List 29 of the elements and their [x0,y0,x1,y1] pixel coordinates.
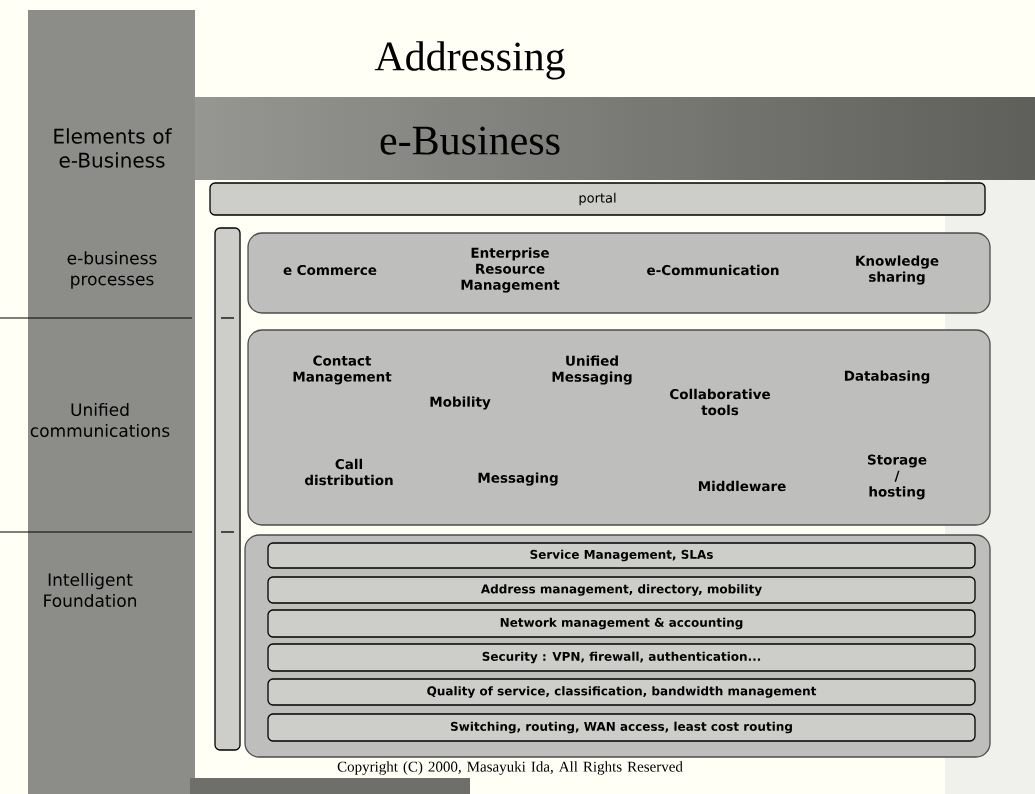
section-label: Intelligent Foundation [44,572,137,608]
item-label: Unified Messaging [552,355,632,385]
section-label: e-business processes [67,251,157,289]
layer-row: Address management, directory, mobility [267,576,976,604]
layer-row: Switching, routing, WAN access, least cost routing [267,713,976,742]
item-label: Contact Management [293,355,392,385]
title: Addressing e-Business [374,41,565,155]
section-label: Unified communications [30,402,170,438]
item-label: Databasing [844,370,930,384]
item-label: e-Communication [647,264,779,276]
section-label: Elements of e-Business [54,128,172,168]
layer-row: Network management & accounting [267,609,976,638]
layer-band [247,329,991,526]
item-label: Call distribution [304,458,393,486]
copyright-note: Copyright (C) 2000, Masayuki Ida, All Rights Reserved [337,761,683,775]
side-bar [214,227,241,751]
portal-box: portal [209,182,986,216]
item-label: Mobility [430,396,491,410]
item-label: Messaging [478,472,558,486]
layer-row: Security : VPN, firewall, authentication... [267,643,976,672]
item-label: Collaborative tools [670,388,770,416]
item-label: Middleware [698,480,786,492]
item-label: Enterprise Resource Management [461,247,560,293]
layer-band [247,232,991,314]
layer-row: Quality of service, classification, bandwidth management [267,678,976,706]
item-label: Knowledge sharing [856,255,939,285]
item-label: Storage / hosting [867,454,927,500]
item-label: e Commerce [283,264,377,276]
layer-row: Service Management, SLAs [267,542,976,569]
